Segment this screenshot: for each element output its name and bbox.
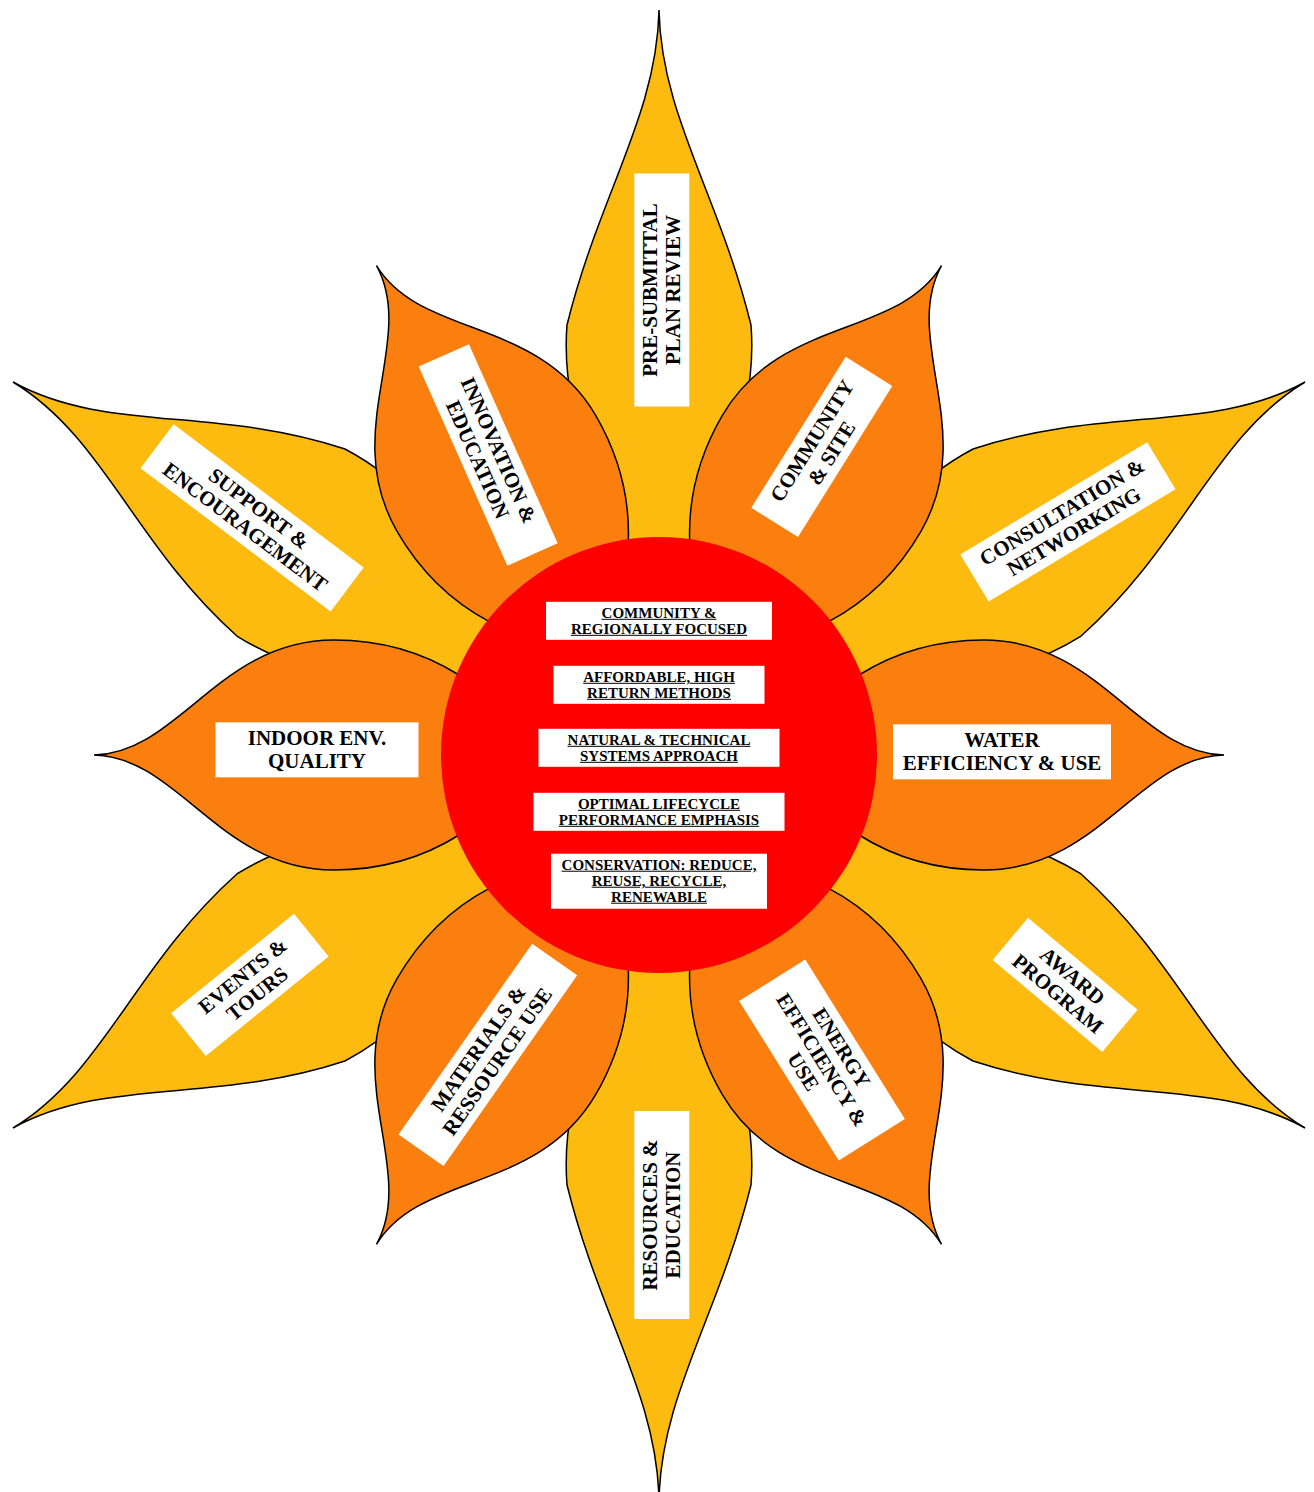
red-core [441, 537, 877, 973]
label-text: AFFORDABLE, HIGH RETURN METHODS [562, 669, 757, 701]
petal-label: RESOURCES & EDUCATION [634, 1111, 689, 1319]
label-text: OPTIMAL LIFECYCLE PERFORMANCE EMPHASIS [542, 796, 777, 828]
principle-box: CONSERVATION: REDUCE, REUSE, RECYCLE, RE… [551, 854, 767, 909]
label-text: NATURAL & TECHNICAL SYSTEMS APPROACH [547, 732, 772, 764]
label-text: PRE-SUBMITTAL PLAN REVIEW [639, 183, 684, 398]
petal-label: WATER EFFICIENCY & USE [893, 724, 1111, 779]
principle-box: NATURAL & TECHNICAL SYSTEMS APPROACH [539, 729, 780, 767]
principle-box: AFFORDABLE, HIGH RETURN METHODS [554, 666, 765, 704]
label-text: INDOOR ENV. QUALITY [225, 727, 410, 772]
label-text: WATER EFFICIENCY & USE [902, 729, 1102, 774]
principle-box: OPTIMAL LIFECYCLE PERFORMANCE EMPHASIS [534, 793, 785, 831]
label-text: RESOURCES & EDUCATION [639, 1120, 684, 1310]
label-text: CONSERVATION: REDUCE, REUSE, RECYCLE, RE… [559, 857, 759, 906]
principle-box: COMMUNITY & REGIONALLY FOCUSED [546, 602, 772, 640]
petal-label: INDOOR ENV. QUALITY [216, 722, 419, 777]
yellow-petals [0, 10, 1314, 1492]
petal-label: PRE-SUBMITTAL PLAN REVIEW [634, 174, 689, 407]
label-text: COMMUNITY & REGIONALLY FOCUSED [554, 605, 764, 637]
